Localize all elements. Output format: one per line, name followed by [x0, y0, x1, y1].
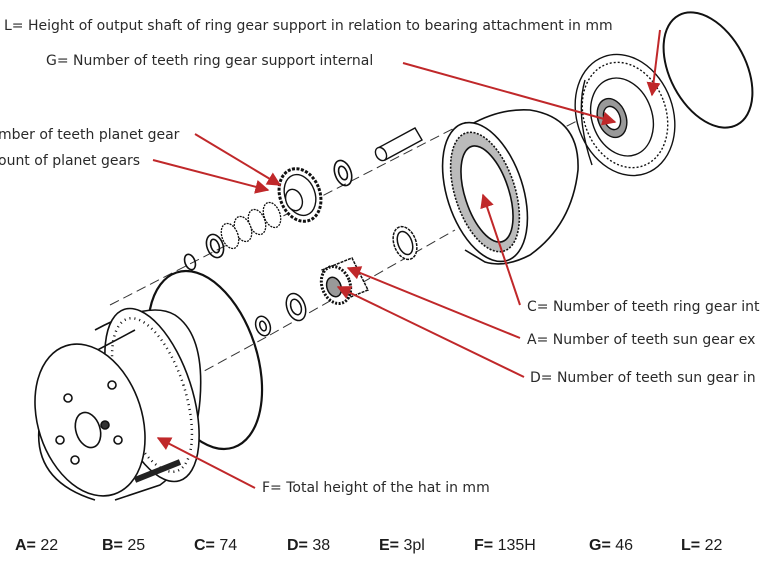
washer	[333, 159, 353, 187]
value-F: F= 135H	[474, 537, 536, 554]
callout-arrows	[152, 29, 661, 489]
hat-housing	[34, 307, 202, 501]
value-B: B= 25	[102, 537, 146, 554]
values-row: A= 22 B= 25 C= 74 D= 38 E= 3pl F= 135H G…	[0, 537, 770, 563]
value-E: E= 3pl	[379, 537, 425, 554]
value-D: D= 38	[287, 537, 331, 554]
label-C: C= Number of teeth ring gear int	[527, 299, 760, 315]
label-A: A= Number of teeth sun gear ex	[527, 332, 756, 348]
value-C: C= 74	[194, 537, 238, 554]
value-L: L= 22	[681, 537, 723, 554]
label-L: L= Height of output shaft of ring gear s…	[4, 18, 613, 34]
needle-bearings	[220, 201, 282, 250]
planet-gear	[277, 167, 323, 223]
snap-ring	[183, 253, 197, 271]
planet-pin	[374, 127, 423, 162]
value-A: A= 22	[15, 537, 59, 554]
washer	[205, 233, 225, 259]
ring-gear	[441, 108, 579, 265]
label-G: G= Number of teeth ring gear support int…	[46, 53, 374, 69]
o-ring-large	[662, 11, 754, 129]
label-E: ount of planet gears	[0, 153, 141, 169]
label-D: D= Number of teeth sun gear in	[530, 370, 756, 386]
value-G: G= 46	[589, 537, 634, 554]
sun-gear	[319, 257, 370, 305]
label-F: F= Total height of the hat in mm	[262, 480, 490, 496]
label-B: mber of teeth planet gear	[0, 127, 180, 143]
